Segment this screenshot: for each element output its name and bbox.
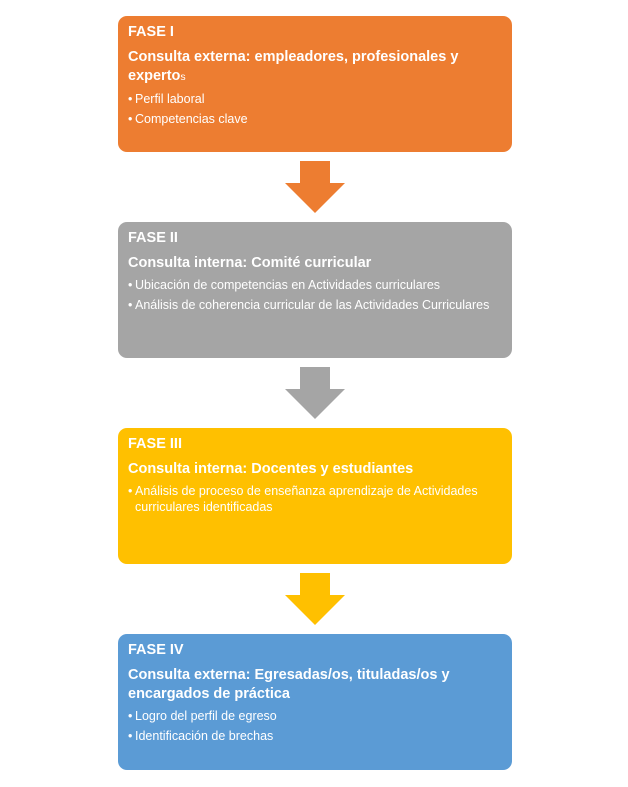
phase-3-label: FASE III [128,436,182,452]
phase-3-box: FASE III Consulta interna: Docentes y es… [118,428,512,564]
phase-4-list: •Logro del perfil de egreso •Identificac… [128,708,502,744]
bullet-icon: • [128,112,133,126]
list-item: •Perfil laboral [128,91,502,107]
phase-1-title-tail: s [180,71,186,83]
list-item: •Logro del perfil de egreso [128,708,502,724]
arrow-2-shape [285,367,345,419]
phase-2-box: FASE II Consulta interna: Comité curricu… [118,222,512,358]
arrow-1-shape [285,161,345,213]
arrow-3-shape [285,573,345,625]
list-item-text: Análisis de proceso de enseñanza aprendi… [135,484,478,514]
list-item: •Ubicación de competencias en Actividade… [128,277,502,293]
phase-2-title-main: Consulta interna: Comité curricular [128,255,372,271]
phase-1-label: FASE I [128,24,174,40]
bullet-icon: • [128,92,133,106]
down-arrow-icon [285,367,345,419]
phase-2-list: •Ubicación de competencias en Actividade… [128,277,502,313]
list-item: •Identificación de brechas [128,728,502,744]
phase-3-list: •Análisis de proceso de enseñanza aprend… [128,483,502,515]
list-item: •Competencias clave [128,111,502,127]
phase-1-title-main: Consulta externa: empleadores, profesion… [128,49,459,84]
bullet-icon: • [128,278,133,292]
phase-1-title: Consulta externa: empleadores, profesion… [128,48,502,87]
bullet-icon: • [128,484,133,498]
list-item: •Análisis de coherencia curricular de la… [128,297,502,313]
bullet-icon: • [128,298,133,312]
list-item-text: Ubicación de competencias en Actividades… [135,278,441,292]
phase-1-list: •Perfil laboral •Competencias clave [128,91,502,127]
down-arrow-icon [285,161,345,213]
phase-3-title: Consulta interna: Docentes y estudiantes [128,460,502,479]
phase-1-box: FASE I Consulta externa: empleadores, pr… [118,16,512,152]
phase-4-title-main: Consulta externa: Egresadas/os, titulada… [128,667,450,702]
phase-4-box: FASE IV Consulta externa: Egresadas/os, … [118,634,512,770]
list-item-text: Análisis de coherencia curricular de las… [135,298,490,312]
phase-4-label: FASE IV [128,642,184,658]
list-item-text: Perfil laboral [135,92,205,106]
list-item-text: Competencias clave [135,112,248,126]
phase-2-title: Consulta interna: Comité curricular [128,254,502,273]
phase-4-title: Consulta externa: Egresadas/os, titulada… [128,666,502,704]
bullet-icon: • [128,729,133,743]
bullet-icon: • [128,709,133,723]
phase-3-title-main: Consulta interna: Docentes y estudiantes [128,461,414,477]
list-item-text: Identificación de brechas [135,729,274,743]
list-item: •Análisis de proceso de enseñanza aprend… [128,483,502,515]
phase-2-label: FASE II [128,230,178,246]
down-arrow-icon [285,573,345,625]
list-item-text: Logro del perfil de egreso [135,709,277,723]
